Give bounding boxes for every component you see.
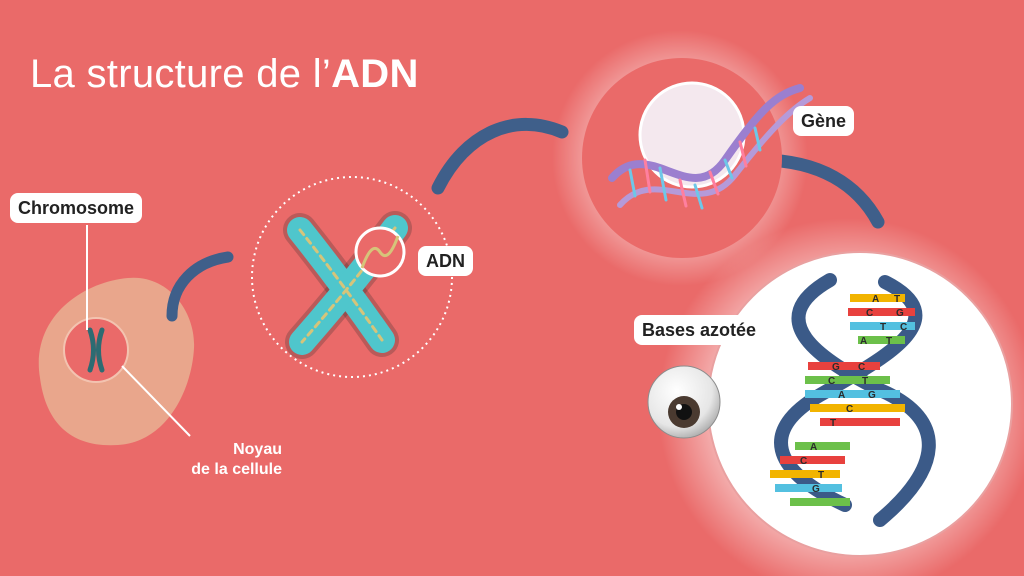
base-letter: A [810,442,817,453]
base-letter: T [880,322,886,333]
gene-label: Gène [793,106,855,136]
chromosome-label: Chromosome [10,193,143,223]
base-letter: C [858,362,865,373]
base-letter: C [828,376,835,387]
base-letter: G [832,362,840,373]
base-letter: G [812,484,820,495]
base-letter: C [866,308,873,319]
nucleus-caption-line2: de la cellule [191,461,282,478]
gene-helix [608,84,813,210]
nucleus-caption-line1: Noyau [233,441,282,458]
base-letter: C [800,456,807,467]
base-pair-rungs [770,294,915,506]
chromosome-zone [251,176,453,378]
arrow-chromosome-to-gene [431,117,569,195]
x-chromosome [283,211,412,359]
base-letter: T [894,294,900,305]
base-letter: T [830,418,836,429]
base-letter: A [860,336,867,347]
base-letter: T [818,470,824,481]
nucleus-chromosome [87,327,105,373]
title-prefix: La structure de l’ [30,52,332,96]
adn-label: ADN [418,246,473,276]
nucleus-caption: Noyau de la cellule [130,440,282,480]
bases-label: Bases azotée [634,315,765,345]
base-letter: T [862,376,868,387]
base-letter: A [872,294,879,305]
base-letter: G [868,390,876,401]
base-letter: C [900,322,907,333]
title-emphasis: ADN [331,52,419,96]
arrow-cell-to-chromosome [166,251,234,322]
base-letter: G [896,308,904,319]
adn-zoom-strand [360,235,400,269]
base-letter: A [838,390,845,401]
base-letter: C [846,404,853,415]
eye-icon [647,365,721,439]
nucleus-leader-line [121,365,191,437]
page-title: La structure de l’ADN [30,52,419,97]
base-letter: T [886,336,892,347]
